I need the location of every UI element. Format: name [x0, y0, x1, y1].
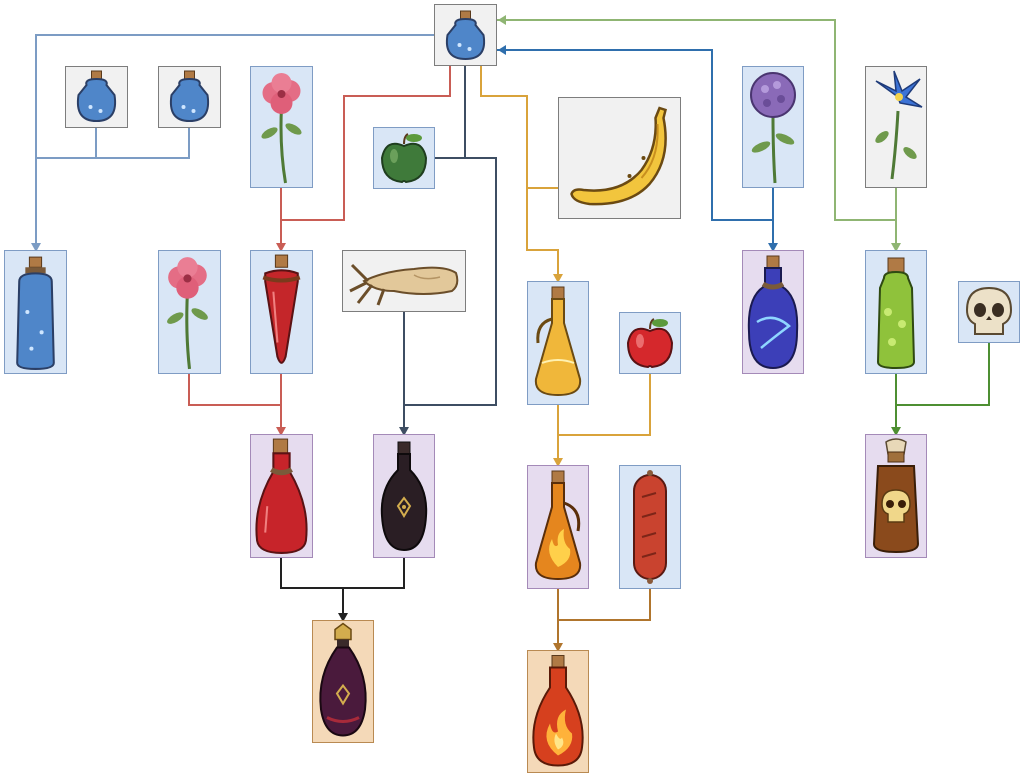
- node-banana[interactable]: [558, 97, 681, 219]
- node-red-potion[interactable]: [250, 434, 313, 558]
- wire-top-to-darkpotion: [404, 66, 497, 406]
- inferno-elixir-icon: [532, 655, 584, 767]
- wire-top-to-golden: [480, 66, 559, 281]
- green-potion-icon: [876, 257, 916, 370]
- arrow-back-to-top-c: [498, 15, 506, 25]
- fire-flask-icon: [534, 470, 582, 581]
- small-blue-potion-icon: [445, 10, 486, 61]
- pink-flower-icon: [261, 73, 302, 184]
- node-blue-water-bottle[interactable]: [4, 250, 67, 374]
- node-water-vial-top[interactable]: [434, 4, 497, 66]
- node-green-apple[interactable]: [373, 127, 435, 189]
- node-sausage[interactable]: [619, 465, 681, 589]
- skull-icon: [965, 286, 1013, 335]
- node-golden-flask[interactable]: [527, 281, 589, 405]
- node-skull-potion[interactable]: [865, 434, 927, 558]
- node-pink-flower-b[interactable]: [158, 250, 221, 374]
- small-blue-potion-icon: [169, 70, 210, 123]
- node-root[interactable]: [342, 250, 466, 312]
- node-dark-potion[interactable]: [373, 434, 435, 558]
- green-apple-icon: [380, 133, 428, 184]
- red-apple-icon: [626, 318, 674, 369]
- mana-potion-icon: [747, 255, 799, 370]
- node-fire-flask[interactable]: [527, 465, 589, 589]
- banana-icon: [570, 106, 667, 206]
- node-red-apple[interactable]: [619, 312, 681, 374]
- pink-flower-icon: [167, 257, 208, 370]
- wire-flowerb-to-redpotion: [188, 374, 282, 434]
- node-red-vial[interactable]: [250, 250, 313, 374]
- node-pink-flower-a[interactable]: [250, 66, 313, 188]
- node-shadow-elixir[interactable]: [312, 620, 374, 743]
- wire-water-b: [96, 128, 190, 159]
- arrow-back-to-top-b: [498, 45, 506, 55]
- node-purple-flower[interactable]: [742, 66, 804, 188]
- red-potion-icon: [255, 438, 308, 554]
- node-skull[interactable]: [958, 281, 1020, 343]
- node-water-vial-b[interactable]: [158, 66, 221, 128]
- skull-potion-icon: [872, 438, 920, 554]
- root-icon: [349, 263, 459, 306]
- node-water-vial-a[interactable]: [65, 66, 128, 128]
- dark-potion-icon: [380, 441, 428, 552]
- shadow-elixir-icon: [319, 622, 367, 737]
- red-vial-icon: [262, 254, 301, 364]
- wire-water-a: [36, 128, 97, 159]
- wire-red-to-shadow: [280, 558, 344, 620]
- wire-sausage-to-inferno: [558, 588, 651, 621]
- node-mana-potion[interactable]: [742, 250, 804, 374]
- blue-flower-icon: [875, 70, 923, 180]
- golden-flask-icon: [534, 286, 582, 397]
- node-green-potion[interactable]: [865, 250, 927, 374]
- wire-top-to-green: [496, 19, 897, 250]
- sausage-icon: [633, 470, 667, 584]
- node-blue-flower[interactable]: [865, 66, 927, 188]
- node-inferno-elixir[interactable]: [527, 650, 589, 773]
- tall-blue-bottle-icon: [16, 256, 55, 370]
- purple-flower-icon: [750, 72, 796, 184]
- small-blue-potion-icon: [76, 70, 117, 123]
- wire-darkp-to-shadow: [343, 558, 405, 589]
